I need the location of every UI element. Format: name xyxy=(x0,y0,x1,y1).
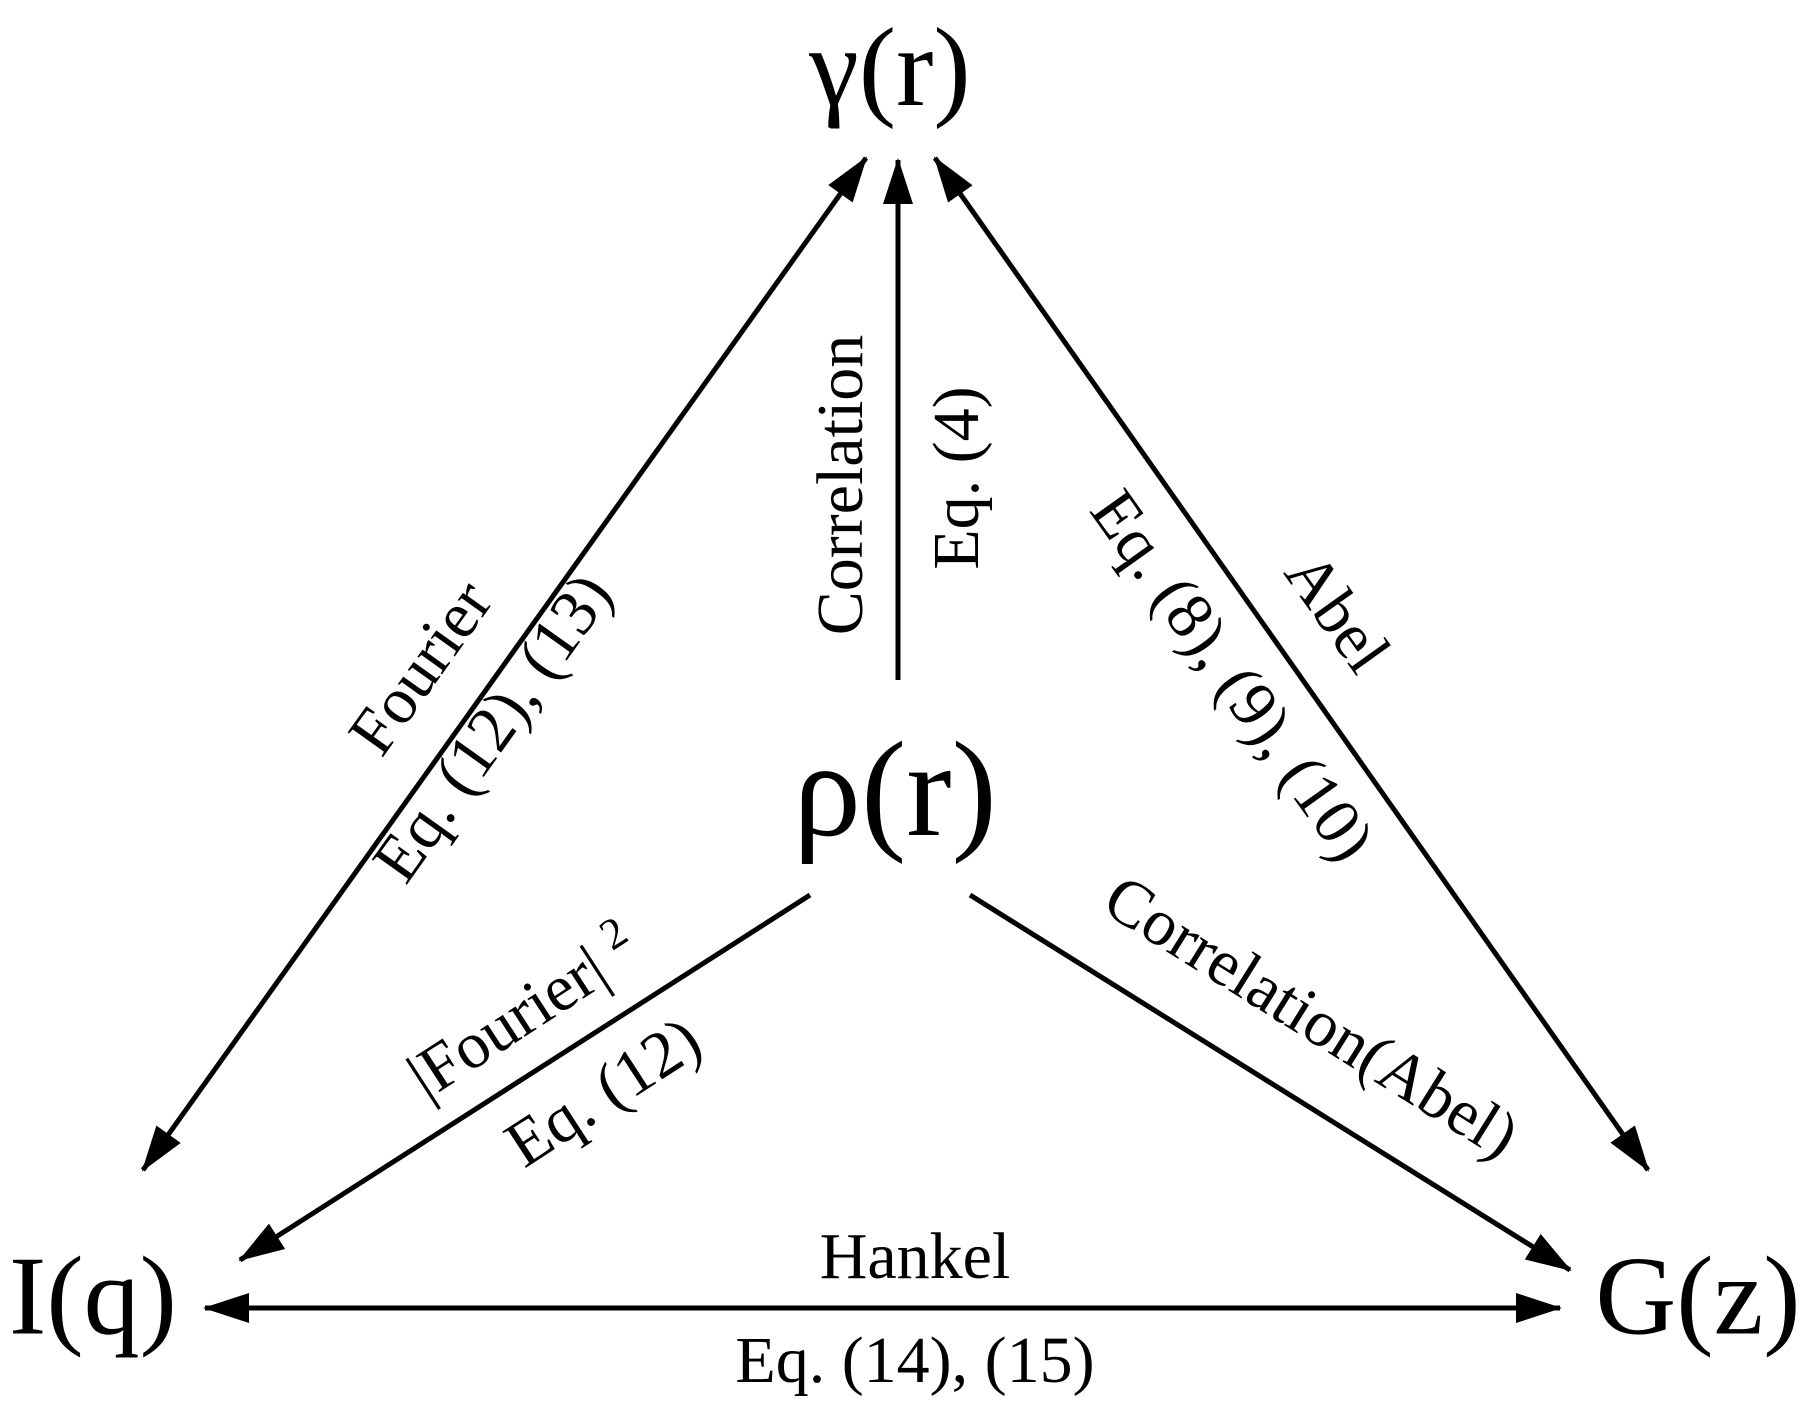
label-correlation-gamma-eq: Eq. (4) xyxy=(920,386,993,569)
edge-fourier-arrow xyxy=(140,156,869,1172)
node-iq: I(q) xyxy=(9,1235,177,1359)
edge-fourier-sq-arrow xyxy=(238,892,812,1263)
label-hankel: Hankel xyxy=(820,1220,1011,1293)
label-correlation-gamma: Correlation xyxy=(804,335,877,636)
label-fourier-squared-exponent: 2 xyxy=(591,906,636,959)
node-rho: ρ(r) xyxy=(793,715,997,865)
node-gz: G(z) xyxy=(1595,1235,1800,1359)
edge-correlation-abel-arrow xyxy=(968,892,1572,1273)
node-gamma: γ(r) xyxy=(808,6,970,130)
edge-abel-arrow xyxy=(932,156,1651,1172)
label-hankel-eq: Eq. (14), (15) xyxy=(735,1324,1094,1397)
